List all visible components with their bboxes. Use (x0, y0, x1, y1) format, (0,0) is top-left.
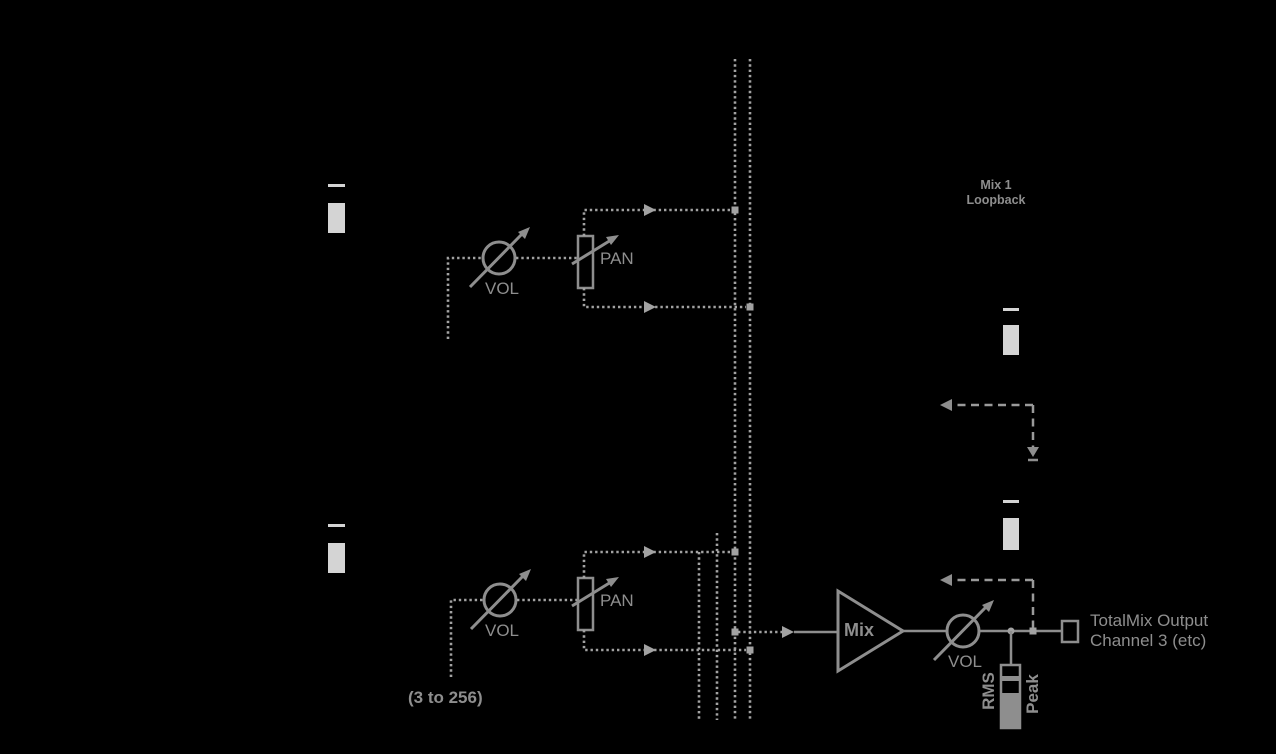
channel1-pan-left-out-line (582, 208, 731, 236)
channel1-vol-knob (481, 240, 517, 276)
channel1-meter-bar (328, 203, 345, 233)
meter-rms-label: RMS (979, 672, 998, 710)
channel1-right-out-arrowhead-icon (644, 301, 656, 313)
channel2-right-out-arrowhead-icon (644, 644, 656, 656)
mixbus-title-line2: Loopback (966, 193, 1026, 207)
output-destination-label: TotalMix Output Channel 3 (etc) (1090, 611, 1208, 651)
mixbus-title-line1: Mix 1 (980, 178, 1012, 192)
channel1-pan-fader (576, 234, 595, 290)
channel2-pan-right-out-line (582, 630, 746, 652)
loopback-upper-arrowhead-icon (940, 399, 952, 411)
channel1-left-out-arrowhead-icon (644, 204, 656, 216)
channel2-left-out-arrowhead-icon (644, 546, 656, 558)
channel2-vol-arrowhead-icon (519, 569, 531, 581)
submix-meter1-over-tick (1003, 308, 1019, 311)
channel1-vol-label: VOL (484, 279, 520, 298)
more-channels-label: (3 to 256) (408, 688, 483, 707)
meter-peak-label: Peak (1023, 674, 1042, 714)
channel2-meter-over-tick (328, 524, 345, 527)
output-meter-level-fill (1001, 693, 1020, 728)
mix-input-arrowhead-icon (782, 626, 794, 638)
output-connector-box (1060, 619, 1080, 644)
submix-meter2-bar (1003, 518, 1019, 550)
mix-amplifier-triangle (836, 588, 906, 674)
channel2-vol-knob (482, 582, 518, 618)
output-vol-label: VOL (947, 652, 983, 671)
channel1-vol-arrowhead-icon (518, 227, 530, 239)
channel1-pan-label: PAN (600, 249, 634, 268)
channel1-meter-over-tick (328, 184, 345, 187)
channel2-pan-arrowhead-icon (606, 577, 619, 587)
channel2-pan-fader (576, 576, 595, 632)
output-meter-peak-tick (1001, 676, 1020, 681)
output-destination-line2: Channel 3 (etc) (1090, 631, 1207, 650)
channel1-vol-arrow (468, 231, 525, 289)
channel2-pan-label: PAN (600, 591, 634, 610)
channel2-meter-bar (328, 543, 345, 573)
channel2-vol-label: VOL (484, 621, 520, 640)
output-vol-arrow (932, 604, 989, 662)
loopback-upper-down-arrowhead-icon (1027, 447, 1039, 457)
channel2-right-bus-junction (746, 646, 754, 654)
channel1-pan-arrow (571, 238, 612, 266)
output-vol-arrowhead-icon (982, 600, 994, 612)
output-destination-line1: TotalMix Output (1090, 611, 1209, 630)
submix-meter2-over-tick (1003, 500, 1019, 503)
submix-meter1-bar (1003, 325, 1019, 355)
channel2-pan-left-out-line (582, 550, 731, 578)
channel2-pan-arrow (571, 580, 612, 608)
loopback-lower-arrowhead-icon (940, 574, 952, 586)
channel1-pan-arrowhead-icon (606, 235, 619, 245)
mixbus-title: Mix 1 Loopback (936, 178, 1056, 208)
channel2-vol-arrow (469, 573, 526, 631)
channel1-input-dotted-line (446, 256, 483, 339)
channel1-right-bus-junction (746, 303, 754, 311)
mix-amplifier-label: Mix (844, 620, 875, 640)
channel2-left-bus-junction (731, 548, 739, 556)
loopback-tap-junction (1029, 627, 1037, 635)
mix-tap-bus-junction (731, 628, 739, 636)
channel1-left-bus-junction (731, 206, 739, 214)
channel1-pan-right-out-line (582, 288, 746, 309)
